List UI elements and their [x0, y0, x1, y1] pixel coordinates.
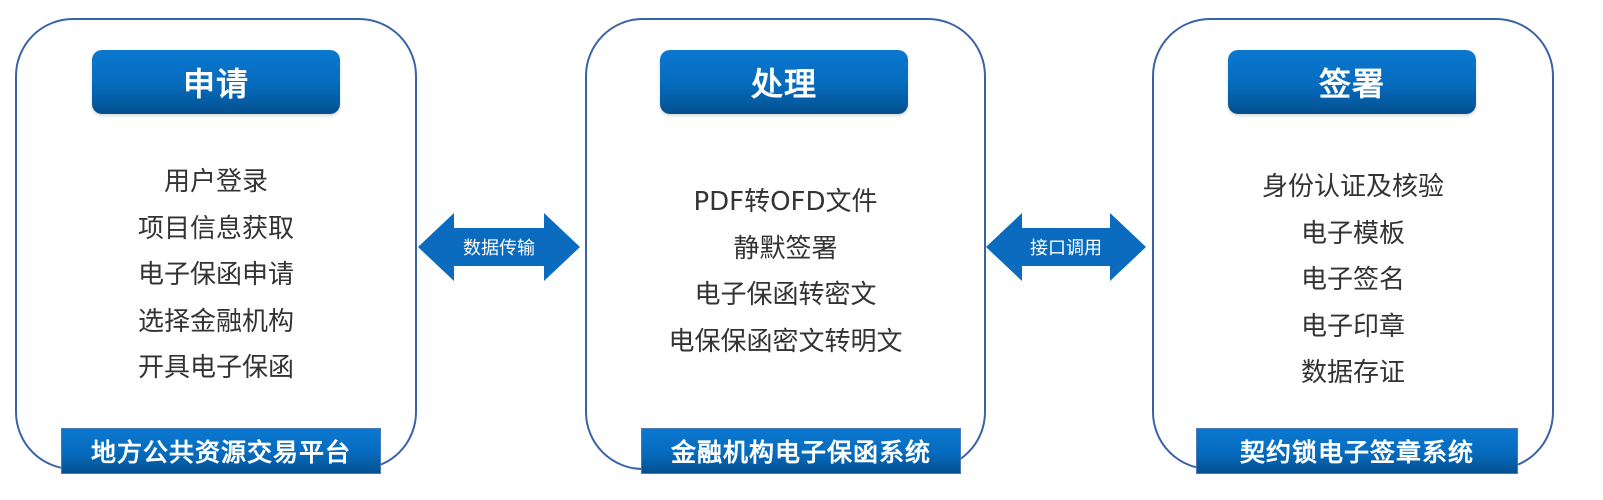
list-item: 电子签名 — [1300, 265, 1405, 295]
connector-data-transfer-label: 数据传输 — [463, 238, 535, 259]
panel-process-header: 处理 — [660, 50, 908, 114]
list-item: 用户登录 — [163, 167, 268, 197]
list-item: 电子模板 — [1300, 218, 1405, 249]
list-item: 选择金融机构 — [137, 306, 294, 337]
list-item: 项目信息获取 — [137, 213, 294, 244]
connector-api-call-label: 接口调用 — [1030, 238, 1102, 259]
list-item: 电子保函申请 — [137, 260, 294, 290]
panel-sign-footer: 契约锁电子签章系统 — [1196, 428, 1518, 474]
list-item: 身份认证及核验 — [1261, 172, 1444, 202]
list-item: 开具电子保函 — [137, 353, 294, 383]
panel-sign-list: 身份认证及核验 电子模板 电子签名 电子印章 数据存证 — [1152, 164, 1554, 397]
panel-sign-header: 签署 — [1228, 50, 1476, 114]
panel-process-list: PDF转OFD文件 静默签署 电子保函转密文 电保保函密文转明文 — [585, 179, 986, 365]
list-item: 电保保函密文转明文 — [668, 326, 903, 357]
panel-apply-header: 申请 — [92, 50, 340, 114]
double-arrow-icon — [986, 213, 1146, 281]
panel-apply-footer: 地方公共资源交易平台 — [61, 428, 381, 474]
panel-process-footer: 金融机构电子保函系统 — [641, 428, 961, 474]
list-item: PDF转OFD文件 — [693, 187, 878, 217]
double-arrow-icon — [418, 213, 580, 281]
panel-apply-list: 用户登录 项目信息获取 电子保函申请 选择金融机构 开具电子保函 — [15, 159, 417, 392]
list-item: 电子印章 — [1300, 311, 1405, 342]
list-item: 静默签署 — [733, 233, 838, 264]
list-item: 数据存证 — [1300, 358, 1405, 388]
list-item: 电子保函转密文 — [694, 280, 877, 310]
